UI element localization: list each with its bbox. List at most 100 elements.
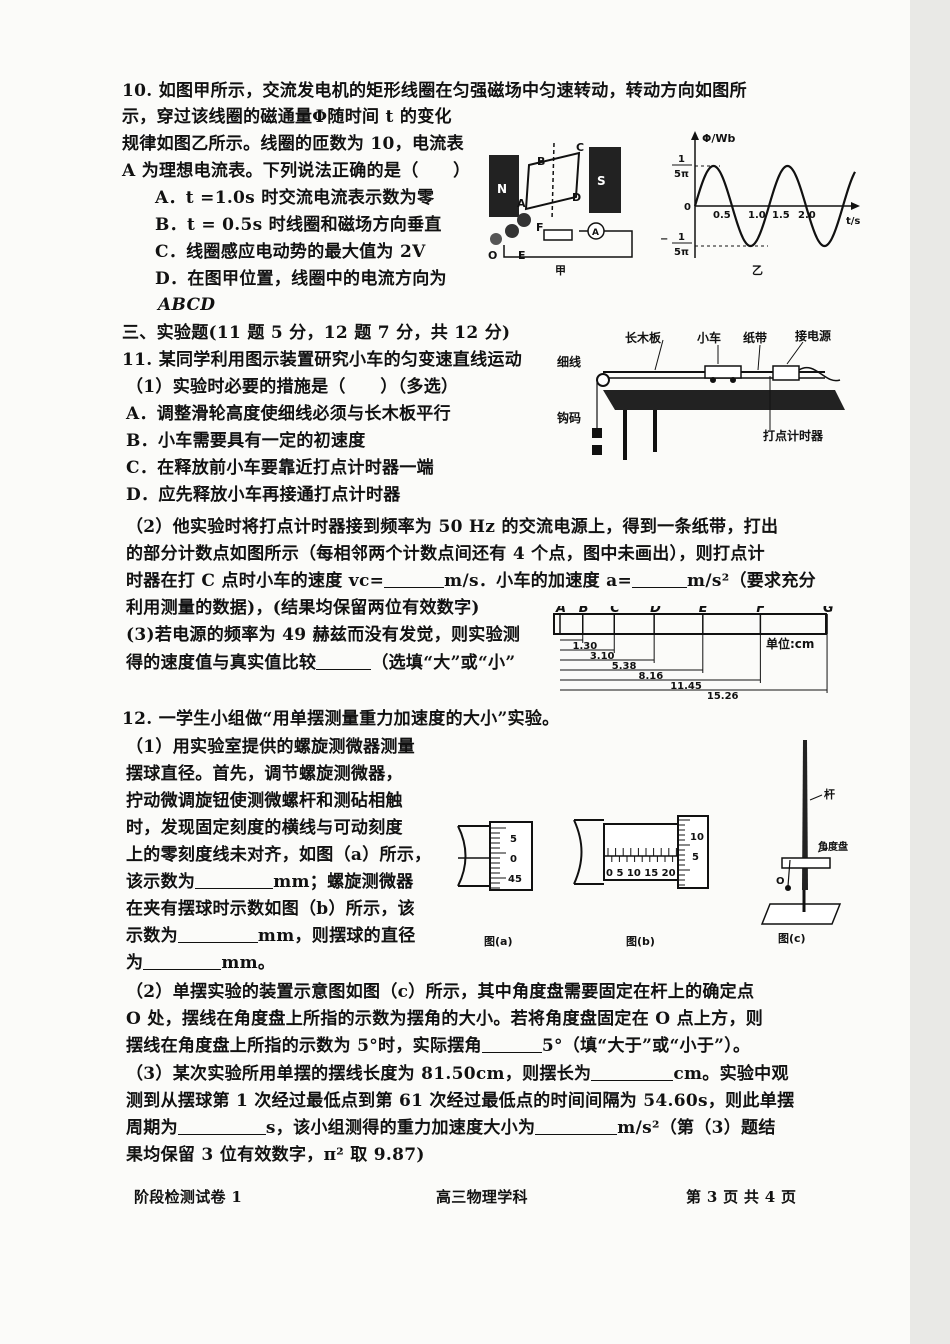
circuit-wire bbox=[503, 230, 633, 258]
distance-label: 1.30 bbox=[573, 641, 598, 652]
q11-part2-line1: （2）他实验时将打点计时器接到频率为 50 Hz 的交流电源上，得到一条纸带，打… bbox=[126, 517, 779, 537]
text-accel: m/s．小车的加速度 a= bbox=[444, 571, 633, 591]
text-period: 周期为 bbox=[126, 1118, 178, 1138]
coil bbox=[524, 151, 581, 211]
q10-line4: A 为理想电流表。下列说法正确的是（ ） bbox=[122, 161, 471, 181]
q11-option-c: C．在释放前小车要靠近打点计时器一端 bbox=[126, 458, 434, 478]
q10-option-a: A．t =1.0s 时交流电流表示数为零 bbox=[155, 188, 435, 208]
blank-accel[interactable] bbox=[632, 569, 688, 588]
blank-compare[interactable] bbox=[316, 651, 372, 670]
pendulum-string bbox=[787, 859, 791, 887]
blank-zero-reading[interactable] bbox=[195, 870, 274, 889]
q12-p2-line3: 摆线在角度盘上所指的示数为 5°时，实际摆角 5°（填“大于”或“小于”）。 bbox=[126, 1033, 750, 1059]
x-tick-20: 2.0 bbox=[798, 210, 816, 221]
tape-unit: 单位:cm bbox=[766, 636, 814, 651]
tick-b-5: 5 bbox=[692, 852, 699, 863]
slip-ring-2 bbox=[505, 224, 519, 238]
tape-point-label: F bbox=[756, 606, 765, 616]
text-actual-angle: 摆线在角度盘上所指的示数为 5°时，实际摆角 bbox=[126, 1036, 482, 1056]
slip-ring-1 bbox=[517, 213, 531, 227]
scan-edge bbox=[910, 0, 950, 1344]
label-o: O bbox=[488, 249, 497, 262]
q10-line3: 规律如图乙所示。线圈的匝数为 10，电流表 bbox=[122, 134, 464, 154]
label-e: E bbox=[518, 249, 526, 262]
svg-text:A: A bbox=[592, 228, 599, 238]
resistor bbox=[543, 229, 573, 241]
fig-a-caption: 图(a) bbox=[484, 935, 513, 948]
footer-right: 第 3 页 共 4 页 bbox=[686, 1188, 797, 1206]
blank-diameter[interactable] bbox=[143, 951, 222, 970]
fig-yi-caption: 乙 bbox=[752, 264, 763, 277]
text-gravity: s，该小组测得的重力加速度大小为 bbox=[265, 1118, 536, 1138]
tick-a-0: 0 bbox=[510, 854, 517, 865]
blank-actual-angle[interactable] bbox=[481, 1034, 542, 1053]
blank-ball-reading[interactable] bbox=[177, 924, 258, 943]
text-zero-reading: 该示数为 bbox=[126, 872, 196, 892]
tick-a-45: 45 bbox=[508, 874, 522, 885]
pendulum-figure: 杆 角度盘 O bbox=[760, 740, 848, 925]
sleeve-b bbox=[603, 823, 679, 881]
blank-vc[interactable] bbox=[384, 569, 445, 588]
text-angle-options: 5°（填“大于”或“小于”）。 bbox=[541, 1036, 751, 1056]
cart bbox=[704, 365, 742, 379]
sleeve-scale-b: 0 5 10 15 20 bbox=[606, 868, 676, 879]
y-bottom-num: 1 bbox=[678, 232, 685, 243]
q11-option-d: D．应先释放小车再接通打点计时器 bbox=[126, 485, 401, 505]
q11-line2: （1）实验时必要的措施是（ ）（多选） bbox=[126, 377, 459, 397]
blank-length[interactable] bbox=[591, 1062, 674, 1081]
axis-line bbox=[551, 142, 555, 221]
tape-point-label: G bbox=[823, 606, 834, 616]
text-length: （3）某次实验所用单摆的摆线长度为 81.50cm，则摆长为 bbox=[126, 1064, 592, 1084]
text-ball-reading: 示数为 bbox=[126, 926, 178, 946]
q10-option-d-tail: ABCD bbox=[158, 295, 216, 315]
tape-point-label: D bbox=[650, 606, 661, 616]
label-angle-disk: 角度盘 bbox=[818, 840, 848, 853]
label-weights: 钩码 bbox=[557, 410, 581, 425]
label-a: A bbox=[517, 197, 526, 210]
tape-point-label: A bbox=[555, 606, 566, 616]
text-compare: 得的速度值与真实值比较 bbox=[126, 653, 317, 673]
q12-p1-line3: 拧动微调旋钮使测微螺杆和测砧相触 bbox=[126, 791, 403, 811]
q12-p3-line1: （3）某次实验所用单摆的摆线长度为 81.50cm，则摆长为 cm。实验中观 bbox=[126, 1061, 789, 1087]
label-string: 细线 bbox=[557, 354, 581, 369]
q12-p1-line2: 摆球直径。首先，调节螺旋测微器， bbox=[126, 764, 403, 784]
micrometer-a: 5 0 45 bbox=[457, 821, 533, 891]
label-cart: 小车 bbox=[697, 330, 721, 345]
label-f: F bbox=[536, 221, 544, 234]
blank-gravity[interactable] bbox=[535, 1116, 618, 1135]
magnet-right bbox=[589, 147, 621, 213]
svg-text:S: S bbox=[597, 174, 606, 188]
blank-period[interactable] bbox=[177, 1116, 266, 1135]
rod bbox=[802, 740, 808, 890]
tick-b-10: 10 bbox=[690, 832, 704, 843]
y-top-num: 1 bbox=[678, 154, 685, 165]
label-timer: 打点计时器 bbox=[763, 428, 824, 443]
footer-center: 高三物理学科 bbox=[436, 1188, 528, 1206]
q10-option-b: B．t = 0.5s 时线圈和磁场方向垂直 bbox=[155, 215, 442, 235]
base bbox=[760, 903, 842, 925]
ammeter bbox=[587, 222, 605, 240]
q11-part2-line3: 时器在打 C 点时小车的速度 vc=m/s．小车的加速度 a=m/s²（要求充分 bbox=[126, 568, 816, 594]
tape-strip bbox=[553, 613, 827, 635]
q12-p3-line4: 果均保留 3 位有效数字，π² 取 9.87) bbox=[126, 1145, 425, 1165]
flux-graph: Φ/Wb 1 5π − 1 5π 0 0.5 1.0 1.5 2.0 t/s bbox=[660, 131, 860, 258]
q12-p1-line1: （1）用实验室提供的螺旋测微器测量 bbox=[126, 737, 415, 757]
tape-point-label: E bbox=[699, 606, 708, 616]
q11-part3-line2: 得的速度值与真实值比较 （选填“大”或“小” bbox=[126, 650, 515, 676]
label-c: C bbox=[576, 141, 584, 154]
label-power: 接电源 bbox=[795, 330, 831, 343]
q12-p1-line4: 时，发现固定刻度的横线与可动刻度 bbox=[126, 818, 403, 838]
pendulum-bob bbox=[785, 885, 791, 891]
label-b: B bbox=[537, 155, 545, 168]
distance-label: 15.26 bbox=[707, 691, 739, 702]
magnet-left bbox=[489, 155, 519, 217]
label-long-board: 长木板 bbox=[625, 330, 662, 345]
thimble-b bbox=[677, 815, 709, 889]
text-compare-options: （选填“大”或“小” bbox=[371, 653, 516, 673]
q11-part2-line2: 的部分计数点如图所示（每相邻两个计数点间还有 4 个点，图中未画出），则打点计 bbox=[126, 544, 765, 564]
text-cm: cm。实验中观 bbox=[673, 1064, 789, 1084]
